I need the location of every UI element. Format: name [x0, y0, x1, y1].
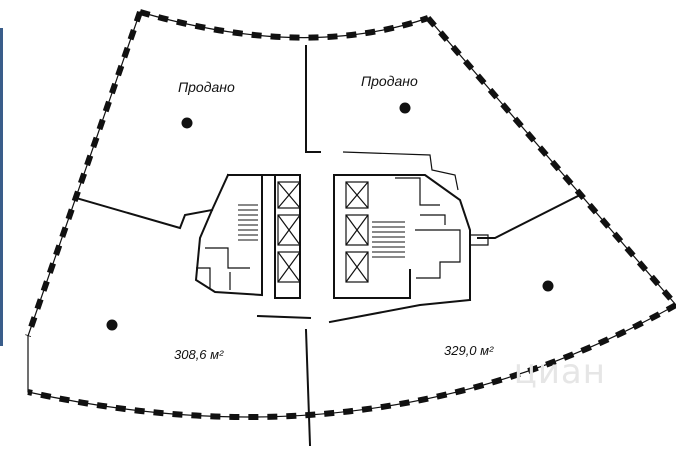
- unit-area-se: 329,0 м²: [444, 343, 494, 358]
- unit-marker-ne: [399, 102, 411, 114]
- lift-left-3: [277, 251, 301, 283]
- lift-left-1: [277, 181, 301, 209]
- lift-right-1: [345, 181, 369, 209]
- lift-left-2: [277, 214, 301, 246]
- unit-marker-nw: [181, 117, 193, 129]
- staircases: [238, 204, 405, 258]
- outer-facade: [25, 9, 676, 420]
- unit-marker-se: [542, 280, 554, 292]
- building-core: [194, 151, 489, 301]
- unit-partitions: [74, 45, 582, 447]
- elevator-shafts: [277, 181, 369, 283]
- left-edge-strip: [0, 28, 3, 346]
- unit-marker-sw: [106, 319, 118, 331]
- lift-right-3: [345, 251, 369, 283]
- unit-area-sw: 308,6 м²: [174, 347, 224, 362]
- watermark: циан: [513, 352, 606, 392]
- unit-label-nw: Продано: [178, 79, 235, 95]
- lift-right-2: [345, 214, 369, 246]
- unit-label-ne: Продано: [361, 73, 418, 89]
